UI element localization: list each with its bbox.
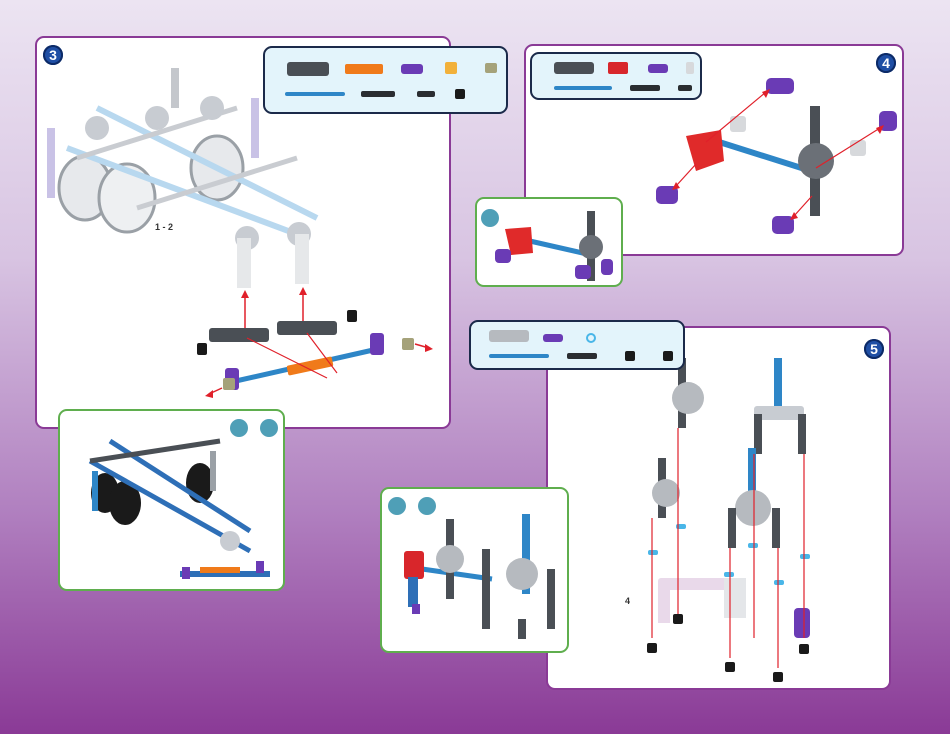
step-3-model-diagram [37,38,449,427]
step-4-check-panel [475,197,623,287]
step-4-check-model [477,199,621,285]
step-5-model-diagram [548,328,889,688]
step-5-panel: 5 [546,326,891,690]
step-3-check-panel [58,409,285,591]
step-5-parts-list [469,320,685,370]
step-5-check-panel [380,487,569,653]
step-5-check-model [382,489,567,651]
range-label: 1 - 2 [155,222,173,232]
step-3-panel: 3 [35,36,451,429]
parts-list-icon [471,322,683,368]
step-3-check-model [60,411,283,589]
sub-step-label: 4 [625,596,630,606]
